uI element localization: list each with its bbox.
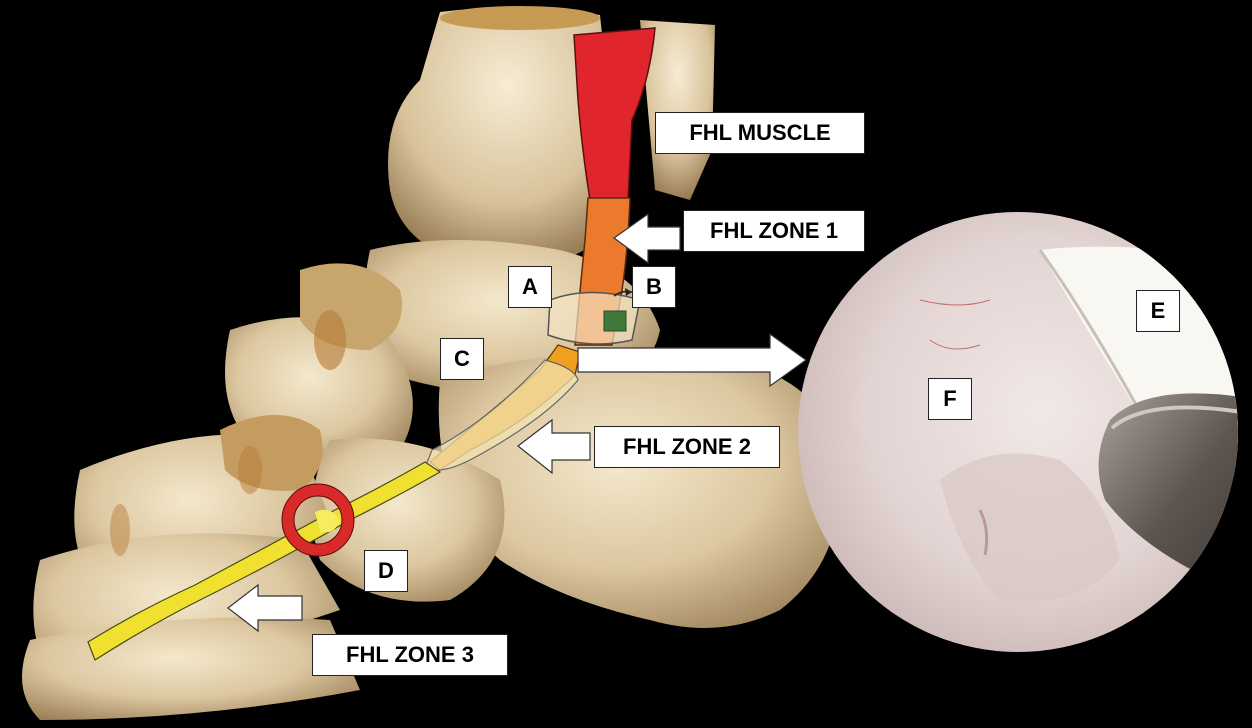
to-arthroscopy-arrow (577, 332, 808, 388)
sesamoid-ring (282, 484, 354, 556)
label-e: E (1136, 290, 1180, 332)
label-f: F (928, 378, 972, 420)
zone-2-arrow (517, 418, 591, 475)
green-marker (603, 310, 627, 332)
label-fhl-zone-1: FHL ZONE 1 (683, 210, 865, 252)
label-fhl-zone-3: FHL ZONE 3 (312, 634, 508, 676)
label-c: C (440, 338, 484, 380)
zone-1-arrow (612, 212, 681, 265)
arrows (227, 212, 808, 633)
label-a: A (508, 266, 552, 308)
label-fhl-zone-2: FHL ZONE 2 (594, 426, 780, 468)
label-fhl-muscle: FHL MUSCLE (655, 112, 865, 154)
arthroscopic-view (798, 212, 1238, 652)
label-b: B (632, 266, 676, 308)
fhl-muscle-shape (573, 27, 656, 201)
zone-3-arrow (227, 583, 303, 633)
label-d: D (364, 550, 408, 592)
